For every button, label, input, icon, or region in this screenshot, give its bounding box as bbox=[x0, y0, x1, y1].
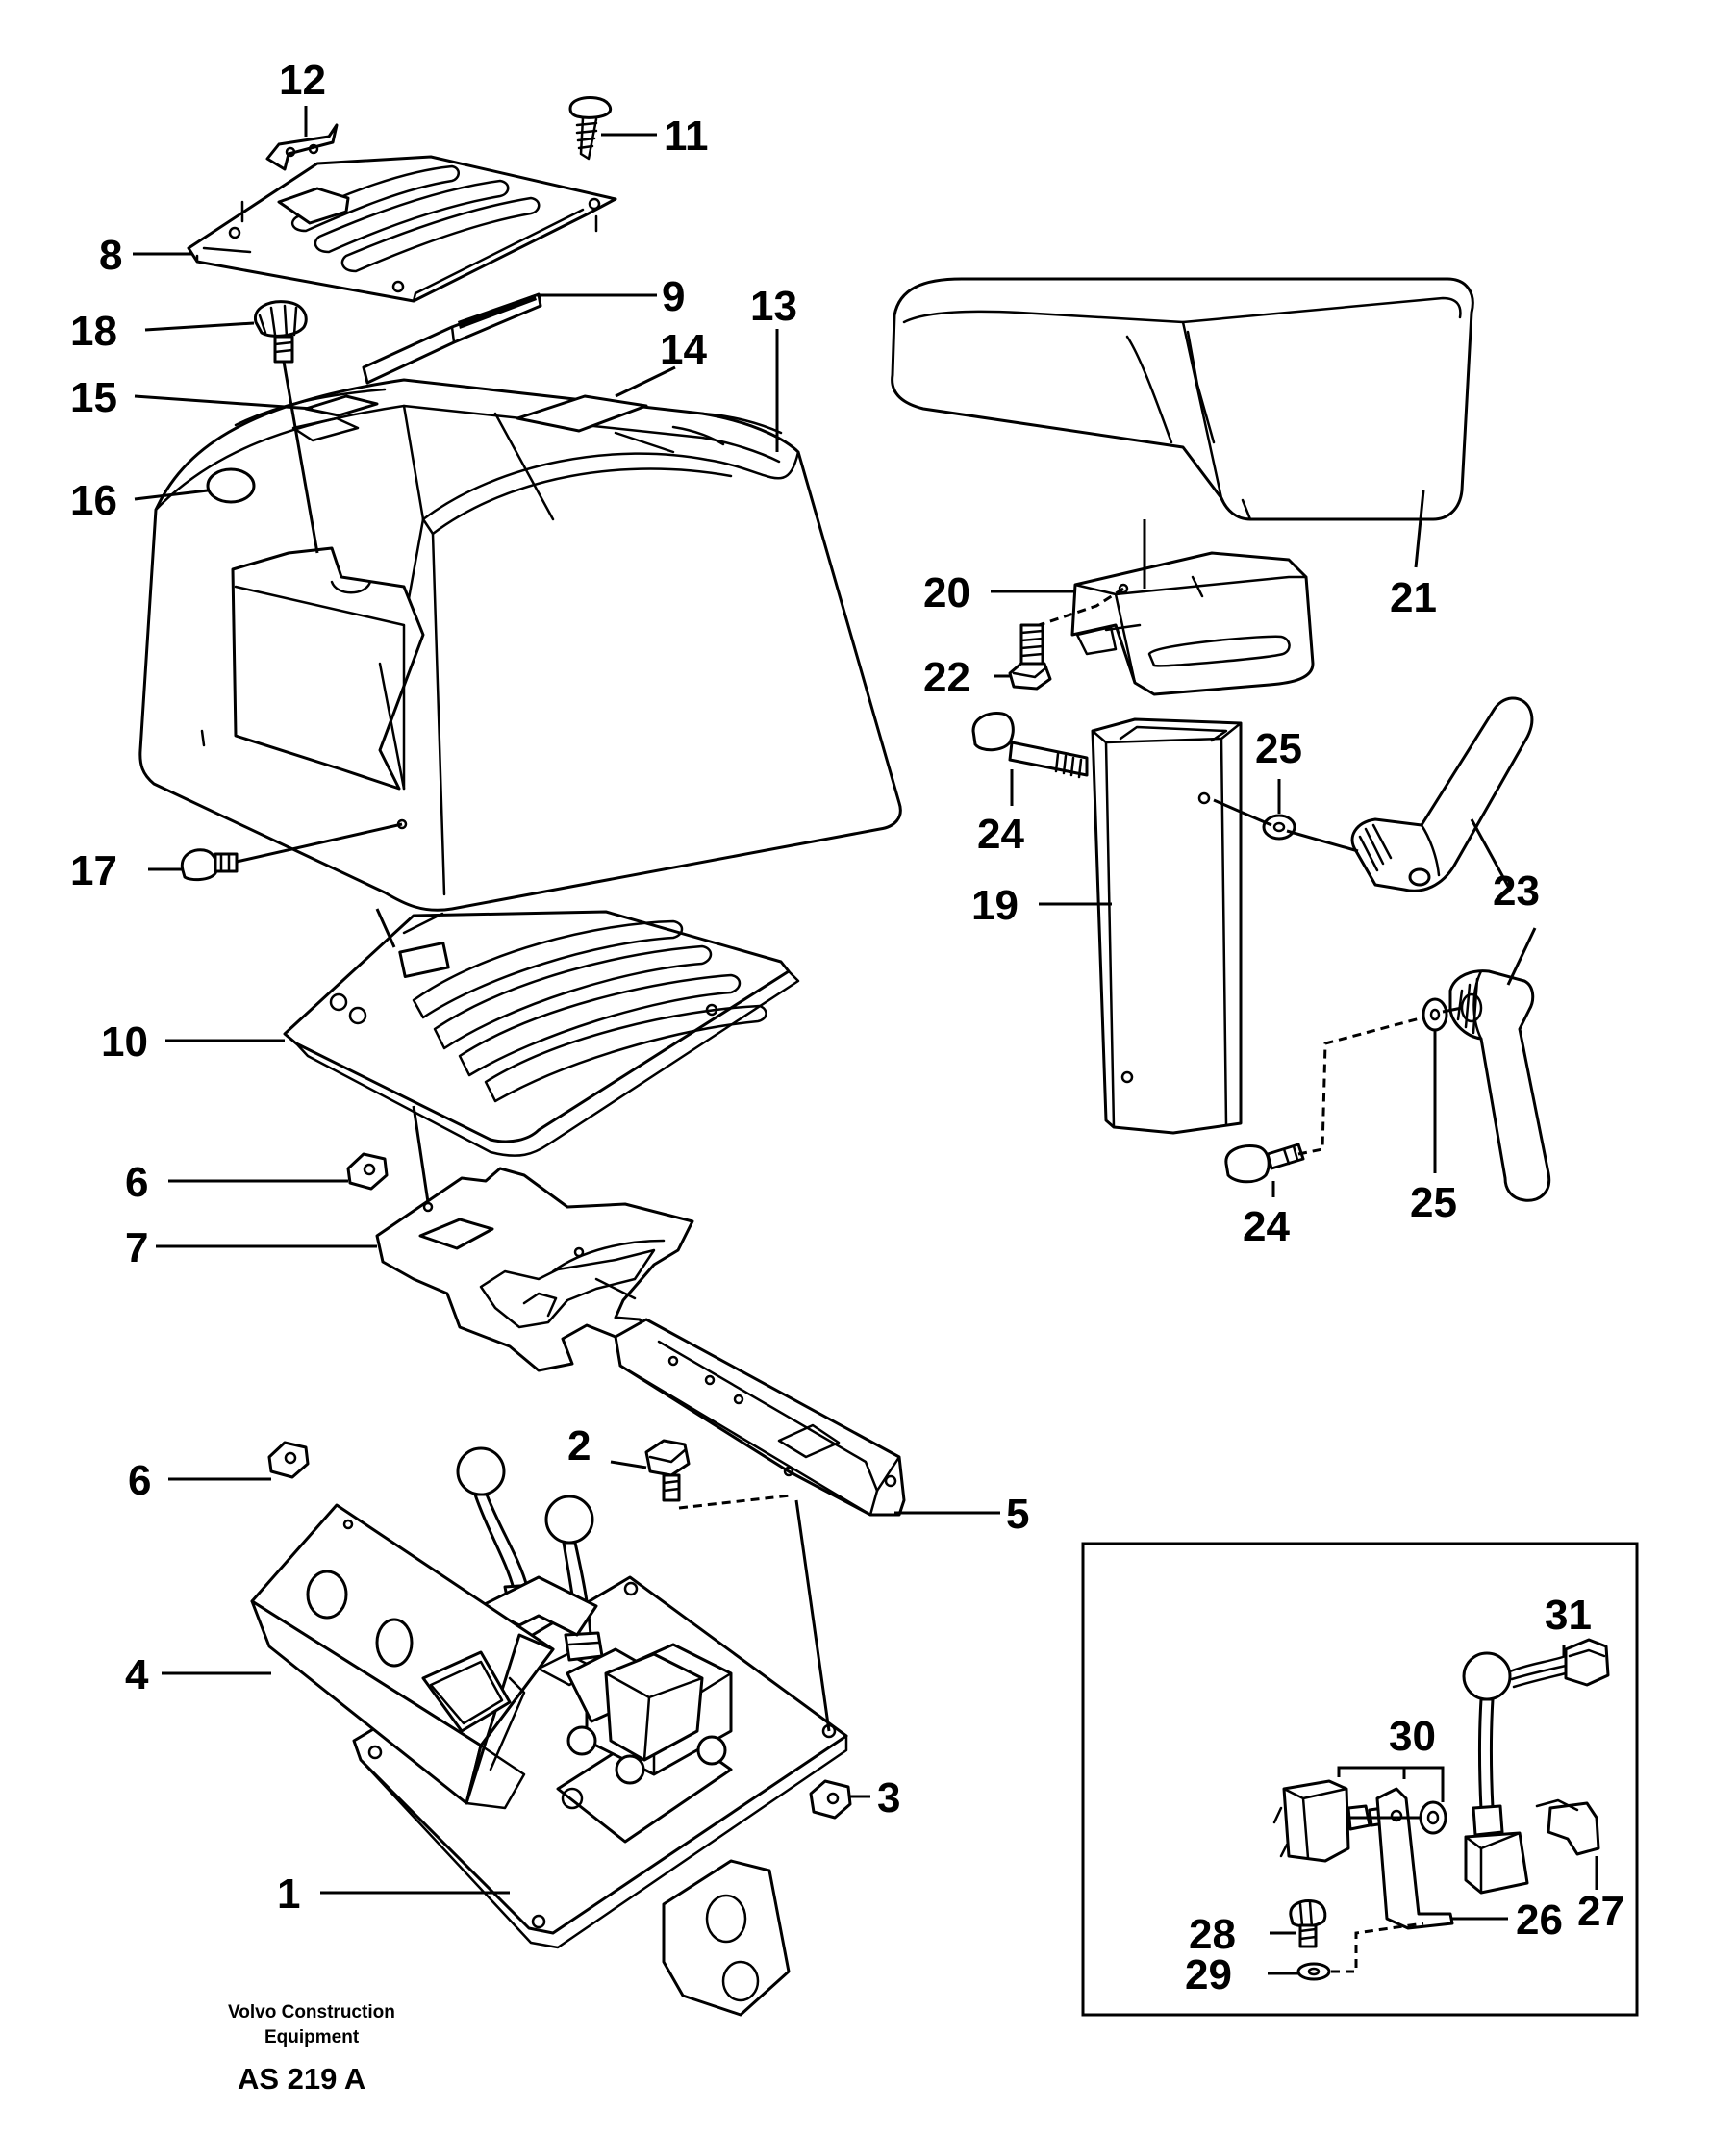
screw-11 bbox=[568, 96, 613, 161]
callout-6-upper: 6 bbox=[125, 1159, 148, 1206]
bolt-2 bbox=[644, 1439, 691, 1502]
callout-26: 26 bbox=[1516, 1896, 1563, 1944]
nut-6-lower bbox=[267, 1441, 310, 1479]
callout-25-upper: 25 bbox=[1255, 725, 1302, 772]
callout-13: 13 bbox=[750, 283, 797, 330]
callout-labels: 1 2 3 4 5 6 6 7 8 9 10 11 12 13 14 15 16… bbox=[70, 57, 1624, 1998]
joystick-levers bbox=[456, 1446, 704, 1762]
callout-9: 9 bbox=[662, 273, 685, 320]
knob-18 bbox=[253, 300, 308, 364]
lower-plate bbox=[283, 910, 800, 1157]
bolt-24-lower bbox=[1224, 1143, 1305, 1184]
callout-28: 28 bbox=[1189, 1911, 1236, 1958]
manufacturer-name: Volvo Construction bbox=[228, 2002, 395, 2022]
inset-bracket-26 bbox=[1375, 1787, 1454, 1930]
bolt-22 bbox=[1008, 623, 1052, 691]
callout-5: 5 bbox=[1006, 1491, 1029, 1538]
inset-clip-27 bbox=[1535, 1798, 1600, 1856]
callout-10: 10 bbox=[101, 1018, 148, 1066]
callout-17: 17 bbox=[70, 847, 117, 894]
frame-plate bbox=[375, 1167, 694, 1372]
callout-6-lower: 6 bbox=[128, 1457, 151, 1504]
label-strip-9 bbox=[362, 292, 542, 385]
callout-20: 20 bbox=[923, 569, 970, 616]
callout-12: 12 bbox=[279, 57, 326, 104]
callout-11: 11 bbox=[664, 113, 709, 160]
cover-bracket bbox=[250, 1503, 555, 1810]
callout-23-upper: 23 bbox=[1493, 867, 1540, 915]
inset-joystick bbox=[1462, 1651, 1529, 1895]
callout-14: 14 bbox=[660, 326, 707, 373]
callout-27: 27 bbox=[1577, 1888, 1624, 1935]
inset-washer-29 bbox=[1296, 1962, 1331, 1981]
nut-6-upper bbox=[346, 1152, 389, 1191]
footer: Volvo Construction Equipment AS 219 A bbox=[228, 2002, 395, 2096]
callout-21: 21 bbox=[1390, 574, 1437, 621]
callout-1: 1 bbox=[277, 1871, 300, 1918]
inset-box bbox=[1081, 1542, 1639, 2017]
callout-4: 4 bbox=[125, 1651, 149, 1698]
support-rail bbox=[614, 1318, 906, 1517]
support-tube bbox=[1091, 717, 1243, 1135]
manufacturer-subtitle: Equipment bbox=[264, 2027, 360, 2047]
callout-25-lower: 25 bbox=[1410, 1179, 1457, 1226]
callout-31: 31 bbox=[1545, 1592, 1592, 1639]
screw-17 bbox=[180, 848, 239, 882]
callout-16: 16 bbox=[70, 477, 117, 524]
callout-2: 2 bbox=[567, 1422, 591, 1469]
washer-25-lower bbox=[1422, 997, 1448, 1032]
callout-19: 19 bbox=[971, 882, 1019, 929]
callout-22: 22 bbox=[923, 654, 970, 701]
bolt-24-upper bbox=[971, 712, 1089, 779]
washer-25-upper bbox=[1262, 814, 1296, 841]
callout-29: 29 bbox=[1185, 1951, 1232, 1998]
lock-handle-lower bbox=[1448, 969, 1551, 1202]
inset-screw-28 bbox=[1289, 1899, 1327, 1948]
mount-bracket bbox=[1070, 551, 1315, 696]
assembly-lines bbox=[236, 361, 1463, 1973]
lock-handle-upper bbox=[1350, 696, 1534, 892]
callout-15: 15 bbox=[70, 374, 117, 421]
callout-24-lower: 24 bbox=[1243, 1203, 1290, 1250]
inset-switch-30 bbox=[1272, 1779, 1447, 1863]
valve-body bbox=[662, 1859, 791, 2017]
top-cover-plate bbox=[187, 155, 617, 303]
nut-3 bbox=[809, 1779, 852, 1820]
callout-7: 7 bbox=[125, 1224, 148, 1271]
callout-24-upper: 24 bbox=[977, 811, 1024, 858]
console-hood bbox=[138, 378, 902, 912]
inset-connector-31 bbox=[1508, 1638, 1610, 1689]
armrest-cushion bbox=[891, 277, 1474, 521]
drawing-code: AS 219 A bbox=[238, 2062, 365, 2096]
callout-18: 18 bbox=[70, 308, 117, 355]
callout-30: 30 bbox=[1389, 1713, 1436, 1760]
leader-lines bbox=[133, 106, 1598, 1975]
clip-bracket bbox=[265, 123, 339, 171]
callout-8: 8 bbox=[99, 232, 122, 279]
callout-3: 3 bbox=[877, 1774, 900, 1821]
